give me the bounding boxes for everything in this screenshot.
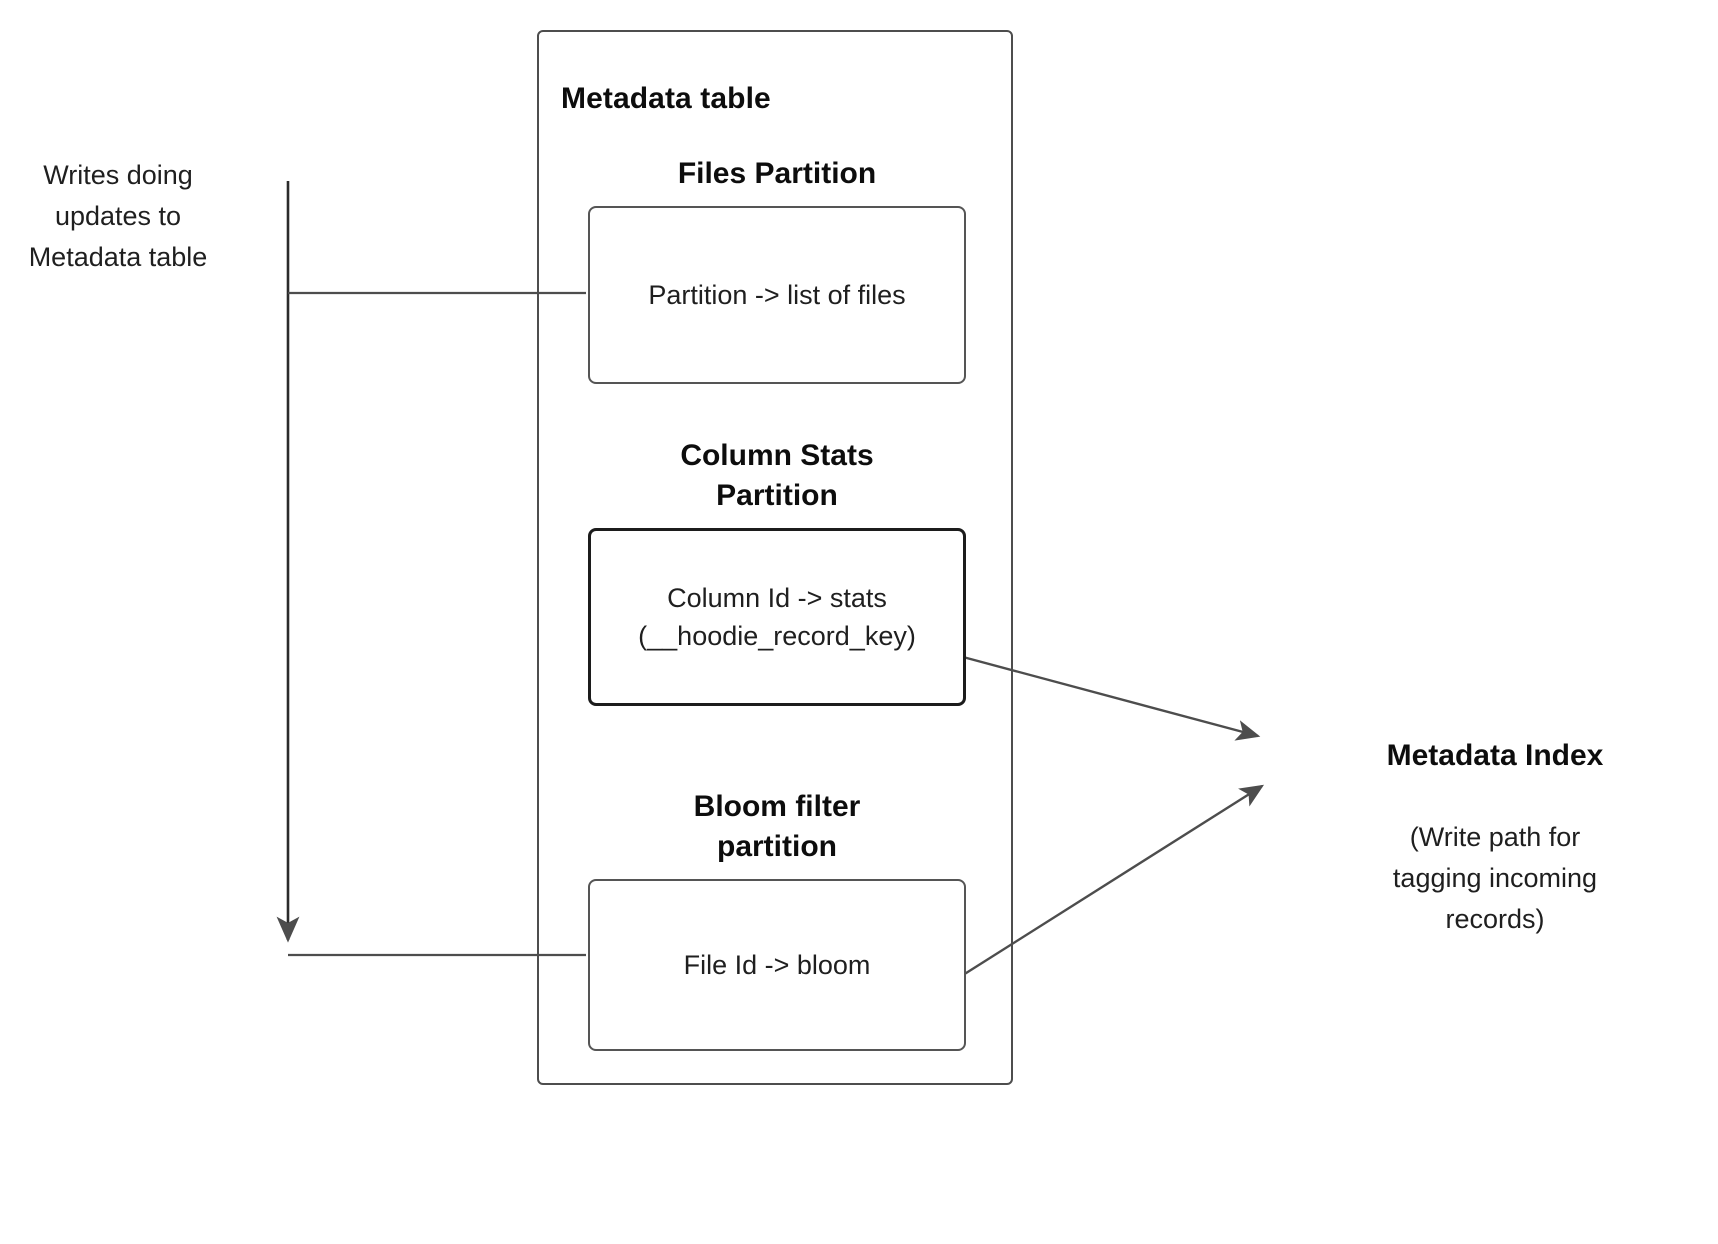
metadata-index-caption: (Write path for tagging incoming records… <box>1392 822 1598 934</box>
files-partition-box-text: Partition -> list of files <box>648 280 906 310</box>
writes-source-label: Writes doing updates to Metadata table <box>28 160 208 272</box>
column-stats-partition-group: Column Stats Partition Column Id -> stat… <box>588 436 966 706</box>
bloom-filter-partition-box: File Id -> bloom <box>588 879 966 1051</box>
bloom-filter-partition-group: Bloom filter partition File Id -> bloom <box>588 787 966 1051</box>
metadata-index-title: Metadata Index <box>1386 739 1604 772</box>
metadata-table-container: Metadata table Files Partition Partition… <box>537 30 1013 1085</box>
bloom-filter-partition-box-text: File Id -> bloom <box>683 950 871 980</box>
metadata-table-title: Metadata table <box>561 82 771 115</box>
bloom-filter-partition-title: Bloom filter partition <box>693 790 861 863</box>
files-partition-group: Files Partition Partition -> list of fil… <box>588 154 966 384</box>
column-stats-partition-title: Column Stats Partition <box>680 439 874 512</box>
files-partition-title: Files Partition <box>677 157 877 190</box>
column-stats-partition-box: Column Id -> stats (__hoodie_record_key) <box>588 528 966 706</box>
column-stats-partition-box-text: Column Id -> stats (__hoodie_record_key) <box>638 583 916 651</box>
files-partition-box: Partition -> list of files <box>588 206 966 384</box>
